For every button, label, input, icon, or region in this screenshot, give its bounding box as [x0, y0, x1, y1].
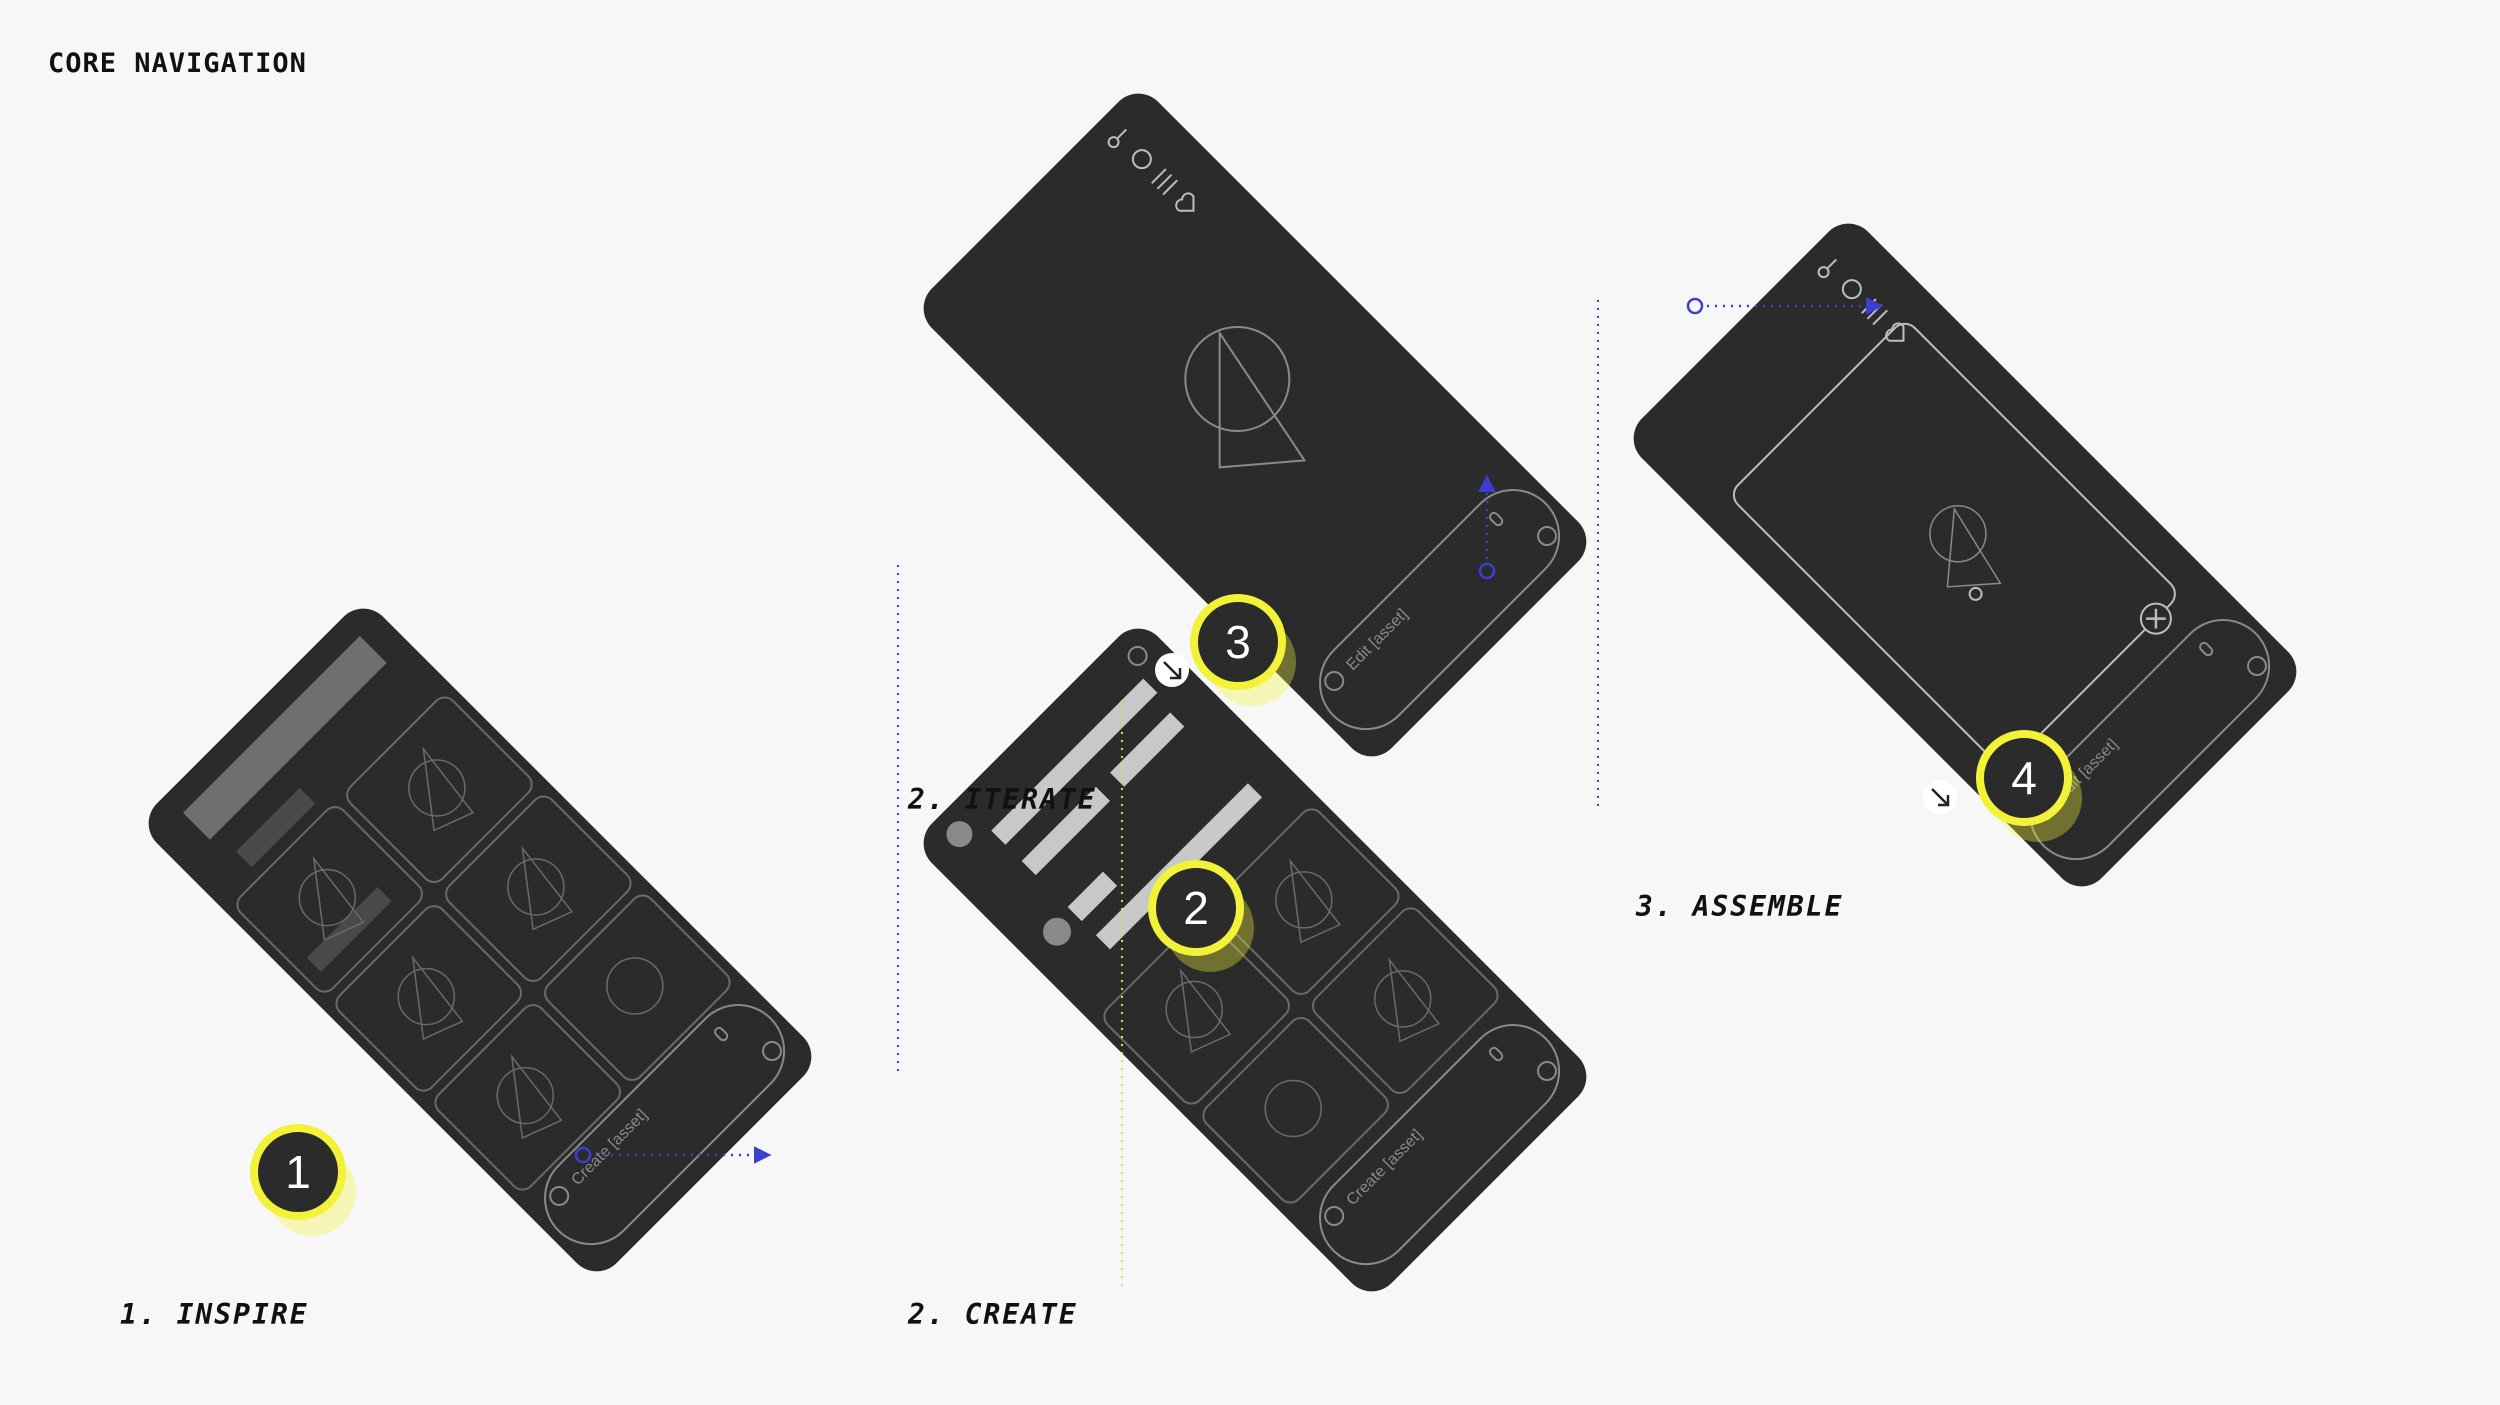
- svg-text:3: 3: [1225, 616, 1251, 668]
- header-bar: [183, 635, 387, 840]
- step-label-assemble: 3. ASSEMBLE: [1636, 890, 1844, 923]
- text-line: [1110, 712, 1185, 787]
- sparkle-icon[interactable]: [1037, 912, 1077, 952]
- canvas-frame[interactable]: [1728, 318, 2181, 771]
- asset-card[interactable]: [342, 693, 536, 887]
- palette-icon[interactable]: [1129, 146, 1154, 171]
- text-line: [991, 678, 1158, 845]
- iterate-phone: Edit [asset]: [923, 93, 1587, 757]
- step-marker-3: 3: [1190, 594, 1296, 706]
- flow-arrow-up: [1478, 474, 1496, 580]
- page-title: CORE NAVIGATION: [48, 48, 307, 79]
- asset-preview: [1929, 505, 2002, 588]
- asset-card[interactable]: [1099, 914, 1293, 1108]
- step-marker-2: 2: [1148, 860, 1254, 972]
- settings-icon[interactable]: [1125, 643, 1150, 668]
- close-icon[interactable]: [2135, 597, 2177, 639]
- close-circle-icon[interactable]: [1321, 1203, 1346, 1228]
- refresh-icon[interactable]: [1967, 585, 1984, 602]
- phone-body: [1633, 223, 2297, 887]
- step-marker-1: 1: [250, 1124, 356, 1236]
- text-line: [1021, 786, 1111, 876]
- close-circle-icon[interactable]: [1321, 668, 1346, 693]
- prompt-bar[interactable]: Edit [asset]: [1301, 471, 1578, 748]
- asset-card[interactable]: [1308, 903, 1502, 1097]
- step-marker-4: 4: [1976, 730, 2082, 842]
- asset-card[interactable]: [540, 891, 734, 1085]
- asset-card[interactable]: [1198, 1013, 1392, 1207]
- palette-icon[interactable]: [941, 816, 978, 853]
- step-label-iterate: 2. ITERATE: [908, 783, 1097, 816]
- asset-card[interactable]: [441, 792, 635, 986]
- mic-icon[interactable]: [713, 1026, 729, 1042]
- svg-text:2: 2: [1183, 882, 1209, 934]
- mic-icon[interactable]: [1488, 1046, 1504, 1062]
- close-circle-icon[interactable]: [546, 1183, 571, 1208]
- assemble-phone: Edit [asset]: [1633, 223, 2297, 887]
- prompt-bar[interactable]: Create [asset]: [526, 986, 803, 1263]
- key-icon[interactable]: [1107, 126, 1130, 149]
- arrow-down-right-icon[interactable]: [1923, 780, 1957, 814]
- history-icon[interactable]: [759, 1038, 784, 1063]
- svg-text:4: 4: [2011, 752, 2037, 804]
- sliders-icon[interactable]: [1151, 168, 1178, 196]
- asset-card[interactable]: [1209, 804, 1403, 998]
- phone-body: [148, 608, 812, 1272]
- asset-card[interactable]: [233, 802, 427, 996]
- key-icon[interactable]: [1817, 256, 1840, 279]
- history-icon[interactable]: [1534, 1058, 1559, 1083]
- mic-icon[interactable]: [1488, 511, 1504, 527]
- flow-arrow-right: [1686, 297, 1884, 315]
- arrow-down-right-icon[interactable]: [1155, 653, 1189, 687]
- flow-arrow-right: [574, 1146, 772, 1164]
- mic-icon[interactable]: [2198, 641, 2214, 657]
- history-icon[interactable]: [1534, 523, 1559, 548]
- svg-text:1: 1: [285, 1146, 311, 1198]
- inspire-phone: Create [asset]: [148, 608, 812, 1272]
- create-phone: Create [asset]: [923, 628, 1587, 1292]
- step-label-create: 2. CREATE: [908, 1298, 1078, 1331]
- subheader-bar: [236, 787, 316, 868]
- asset-card[interactable]: [332, 901, 526, 1095]
- step-label-inspire: 1. INSPIRE: [120, 1298, 309, 1331]
- palette-icon[interactable]: [1839, 276, 1864, 301]
- asset-card[interactable]: [431, 1000, 625, 1194]
- history-icon[interactable]: [2244, 653, 2269, 678]
- heart-icon[interactable]: [1174, 191, 1201, 218]
- text-line: [1067, 871, 1118, 922]
- asset-preview: [1184, 326, 1307, 469]
- phone-body: [923, 628, 1587, 1292]
